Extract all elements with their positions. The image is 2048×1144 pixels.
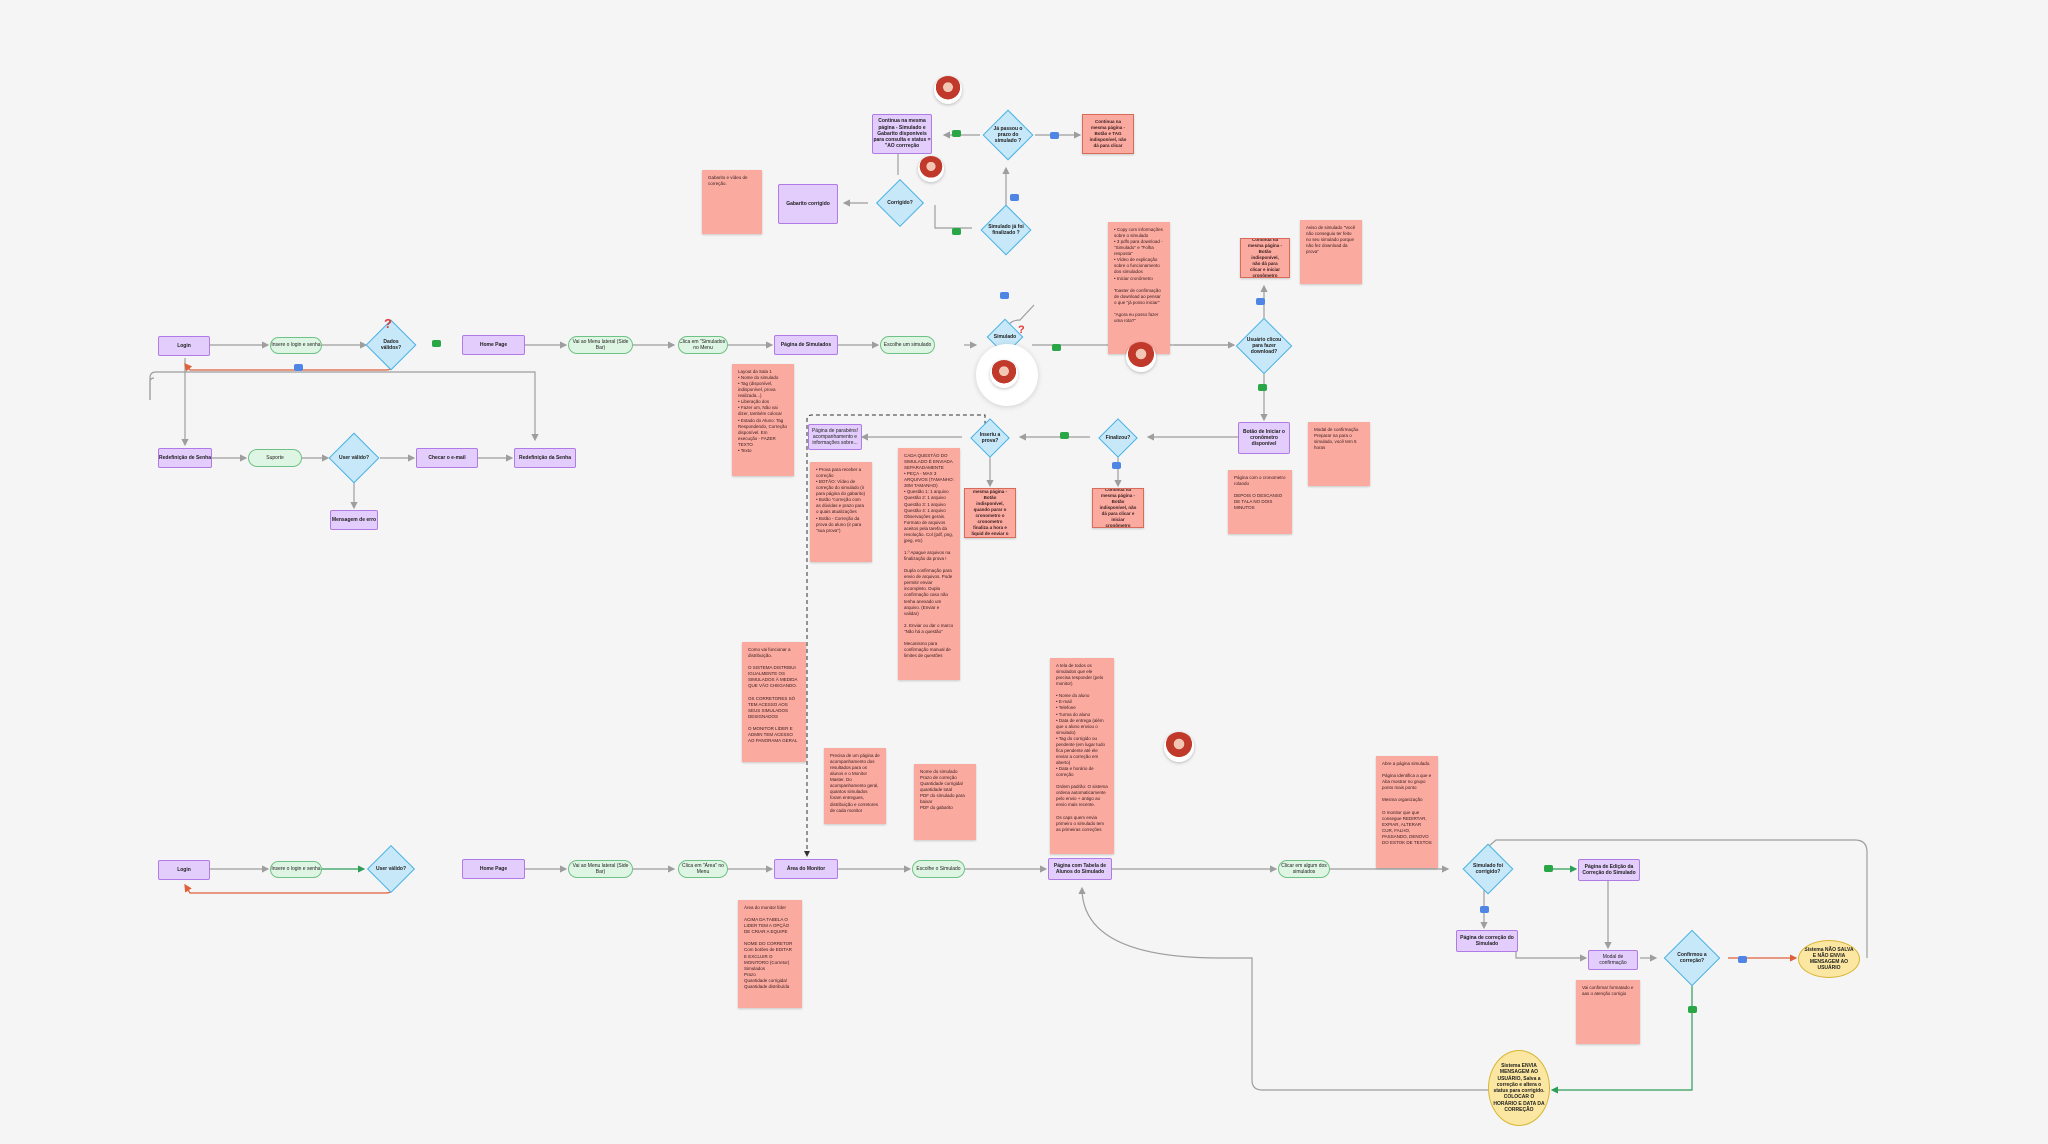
thumbs-down-icon bbox=[1256, 298, 1265, 305]
mensagem-erro-node[interactable]: Mensagem de erro bbox=[330, 510, 378, 530]
modal-confirmacao-node[interactable]: Modal de confirmação bbox=[1588, 950, 1638, 970]
simulado-diamond[interactable]: Simulado bbox=[978, 318, 1032, 356]
pagina-tabela-node[interactable]: Página com Tabela de Alunos do Simulado bbox=[1048, 858, 1112, 880]
insere-login-node[interactable]: Insere o login e senha bbox=[270, 337, 322, 354]
thumbs-down-icon bbox=[1112, 462, 1121, 469]
botao-iniciar-node[interactable]: Botão de Iniciar o cronômetro disponível bbox=[1238, 422, 1290, 454]
finalizou-diamond[interactable]: Finalizou? bbox=[1090, 418, 1146, 458]
sticky-tabela: A tela de todos os simulados que ele pre… bbox=[1050, 658, 1114, 854]
thumbs-up-icon bbox=[952, 130, 961, 137]
pagina-parabens-node[interactable]: Página de parabéns! acompanhamento e inf… bbox=[808, 424, 862, 450]
sticky-vai-confirmar: Vai confirmar formatado e aas o atenção … bbox=[1576, 980, 1640, 1044]
login-bottom-node[interactable]: Login bbox=[158, 860, 210, 880]
vai-menu-bottom-node[interactable]: Vai ao Menu lateral (Side Bar) bbox=[568, 860, 633, 878]
sticky-cada-questao: CADA QUESTÃO DO SIMULADO É ENVIADA SEPAR… bbox=[898, 448, 960, 680]
login-node[interactable]: Login bbox=[158, 336, 210, 356]
continua-botao-sticky: Continua na mesma página - Botão e TAG i… bbox=[1082, 114, 1134, 154]
thumbs-down-icon bbox=[1050, 132, 1059, 139]
area-monitor-node[interactable]: Área do Monitor bbox=[774, 859, 838, 879]
simulado-finalizado-diamond[interactable]: Simulado já foi finalizado ? bbox=[972, 204, 1040, 256]
escolhe-simulado-bottom-node[interactable]: Escolhe o Simulado bbox=[912, 860, 965, 878]
sticky-layout: Layout da Sala 1 • Nome do simulado • Ta… bbox=[732, 364, 794, 476]
clicar-aluno-node[interactable]: Clicar em algum dos simulados bbox=[1278, 860, 1330, 878]
thumbs-up-icon bbox=[1688, 1006, 1697, 1013]
pagina-simulados-node[interactable]: Página de Simulados bbox=[774, 335, 838, 355]
continua-envio-sticky: Continua na mesma página - Botão indispo… bbox=[964, 488, 1016, 538]
sticky-pagina-cronometro: Página com o cronometro rolando DEPOIS O… bbox=[1228, 470, 1292, 534]
avatar-icon bbox=[934, 76, 962, 104]
avatar-icon bbox=[1164, 732, 1194, 762]
sticky-prova: • Prova para receber a correção • BOTÃO:… bbox=[810, 462, 872, 562]
thumbs-up-icon bbox=[1544, 865, 1553, 872]
sticky-como-funcionar: Como vai funcionar a distribuição. O SIS… bbox=[742, 642, 806, 762]
clica-area-node[interactable]: Clica em "Área" no Menu bbox=[678, 860, 728, 878]
thumbs-up-icon bbox=[1060, 432, 1069, 439]
escolhe-simulado-node[interactable]: Escolhe um simulado bbox=[880, 336, 935, 354]
sticky-abre-pagina: Abre a página simulado. Página identific… bbox=[1376, 756, 1438, 868]
avatar-icon bbox=[918, 156, 944, 182]
question-mark-icon: ? bbox=[1018, 324, 1025, 336]
thumbs-up-icon bbox=[1052, 344, 1061, 351]
thumbs-up-icon bbox=[432, 340, 441, 347]
sticky-modal: Modal de confirmação. Preparar na para o… bbox=[1308, 422, 1370, 486]
ja-passou-prazo-diamond[interactable]: Já passou o prazo do simulado ? bbox=[975, 109, 1041, 161]
thumbs-up-icon bbox=[952, 228, 961, 235]
avatar-icon bbox=[990, 360, 1018, 388]
gabarito-corrigido-node[interactable]: Gabarito corrigido bbox=[778, 184, 838, 224]
suporte-node[interactable]: Suporte bbox=[248, 449, 302, 467]
checar-email-node[interactable]: Checar o e-mail bbox=[416, 448, 478, 468]
question-mark-icon: ? bbox=[384, 316, 392, 331]
thumbs-down-icon bbox=[1480, 906, 1489, 913]
thumbs-down-icon bbox=[1010, 194, 1019, 201]
sticky-copy: • Copy com informações sobre o simulado … bbox=[1108, 222, 1170, 354]
user-valido-bottom-diamond[interactable]: User válido? bbox=[366, 844, 416, 894]
continua-download-sticky: Continua na mesma página - Botão indispo… bbox=[1240, 238, 1290, 278]
sistema-envia-node[interactable]: Sistema ENVIA MENSAGEM AO USUÁRIO, Salva… bbox=[1488, 1050, 1550, 1126]
sistema-nao-salva-node[interactable]: Sistema NÃO SALVA E NÃO ENVIA MENSAGEM A… bbox=[1798, 940, 1860, 978]
insere-login-bottom-node[interactable]: Insere o login e senha bbox=[270, 861, 322, 878]
home-page-bottom-node[interactable]: Home Page bbox=[462, 859, 525, 879]
corrigido-diamond[interactable]: Corrigido? bbox=[868, 178, 932, 228]
pagina-edicao-node[interactable]: Página de Edição da Correção do Simulado bbox=[1578, 859, 1640, 881]
usuario-clicou-diamond[interactable]: Usuário clicou para fazer download? bbox=[1234, 317, 1294, 375]
sticky-area-monitor: Área do monitor líder ACIMA DA TABELA O … bbox=[738, 900, 802, 1008]
continua-cronometro-sticky: Continua na mesma página - Botão indispo… bbox=[1092, 488, 1144, 528]
thumbs-down-icon bbox=[294, 364, 303, 371]
home-page-node[interactable]: Home Page bbox=[462, 335, 525, 355]
thumbs-up-icon bbox=[1258, 384, 1267, 391]
thumbs-down-icon bbox=[1738, 956, 1747, 963]
continua-gabarito-node[interactable]: Continua na mesma página - Simulado e Ga… bbox=[872, 114, 932, 154]
sticky-aviso-simulado: Aviso de simulado "Você não conseguiu te… bbox=[1300, 220, 1362, 284]
insere-prova-diamond[interactable]: Inseriu a prova? bbox=[962, 418, 1018, 458]
sticky-gabarito: Gabarito e vídeo de correção. bbox=[702, 170, 762, 234]
dados-validos-diamond[interactable]: Dados válidos? bbox=[365, 319, 417, 371]
confirmou-correcao-diamond[interactable]: Confirmou a correção? bbox=[1654, 929, 1730, 987]
sticky-precisa: Precisa de um página de acompanhamento d… bbox=[824, 748, 886, 824]
thumbs-down-icon bbox=[1000, 292, 1009, 299]
simulado-corrigido-diamond[interactable]: Simulado foi corrigido? bbox=[1448, 843, 1528, 895]
pagina-correcao-node[interactable]: Página de correção do Simulado bbox=[1456, 930, 1518, 952]
vai-menu-node[interactable]: Vai ao Menu lateral (Side Bar) bbox=[568, 336, 633, 354]
user-valido-diamond[interactable]: User válido? bbox=[328, 432, 380, 484]
clica-simulados-node[interactable]: Clica em "Simulados" no Menu bbox=[678, 336, 728, 354]
redefinicao-senha-2-node[interactable]: Redefinição da Senha bbox=[514, 448, 576, 468]
sticky-nome-simulado: Nome do simulado Prazo de correção Quant… bbox=[914, 764, 976, 840]
avatar-icon bbox=[1126, 342, 1156, 372]
redefinicao-senha-node[interactable]: Redefinição de Senha bbox=[158, 448, 212, 468]
